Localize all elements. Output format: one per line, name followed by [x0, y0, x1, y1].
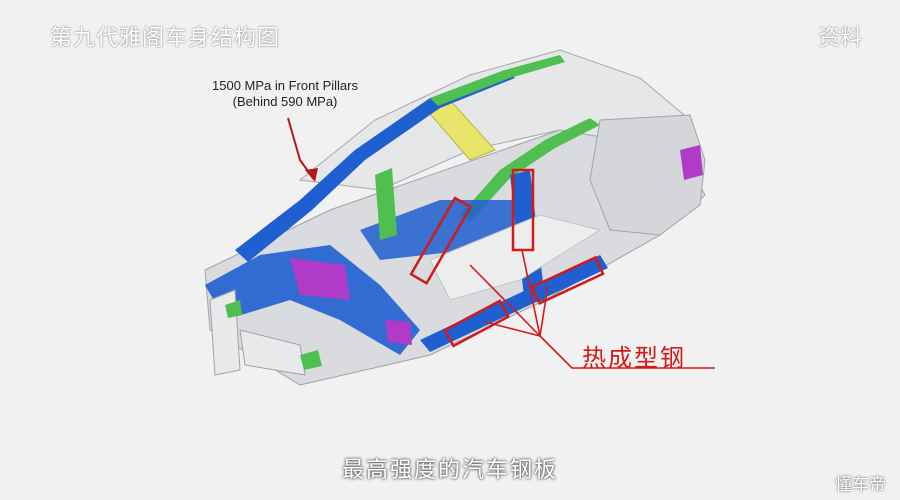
watermark-logo: 懂车帝 — [835, 475, 886, 495]
hot-stamped-steel-label: 热成型钢 — [582, 344, 686, 372]
slide-tag: 资料 — [817, 26, 862, 51]
callout-line-1: 1500 MPa in Front Pillars — [212, 78, 358, 93]
highlight-boxes — [409, 168, 605, 348]
callout-arrow — [287, 117, 314, 179]
slide-title: 第九代雅阁车身结构图 — [50, 26, 281, 51]
leader-lines — [469, 249, 715, 369]
caption-subtitle: 最高强度的汽车钢板 — [341, 458, 558, 483]
callout-line-2: (Behind 590 MPa) — [232, 94, 338, 109]
strength-callout: 1500 MPa in Front Pillars (Behind 590 MP… — [190, 78, 380, 110]
